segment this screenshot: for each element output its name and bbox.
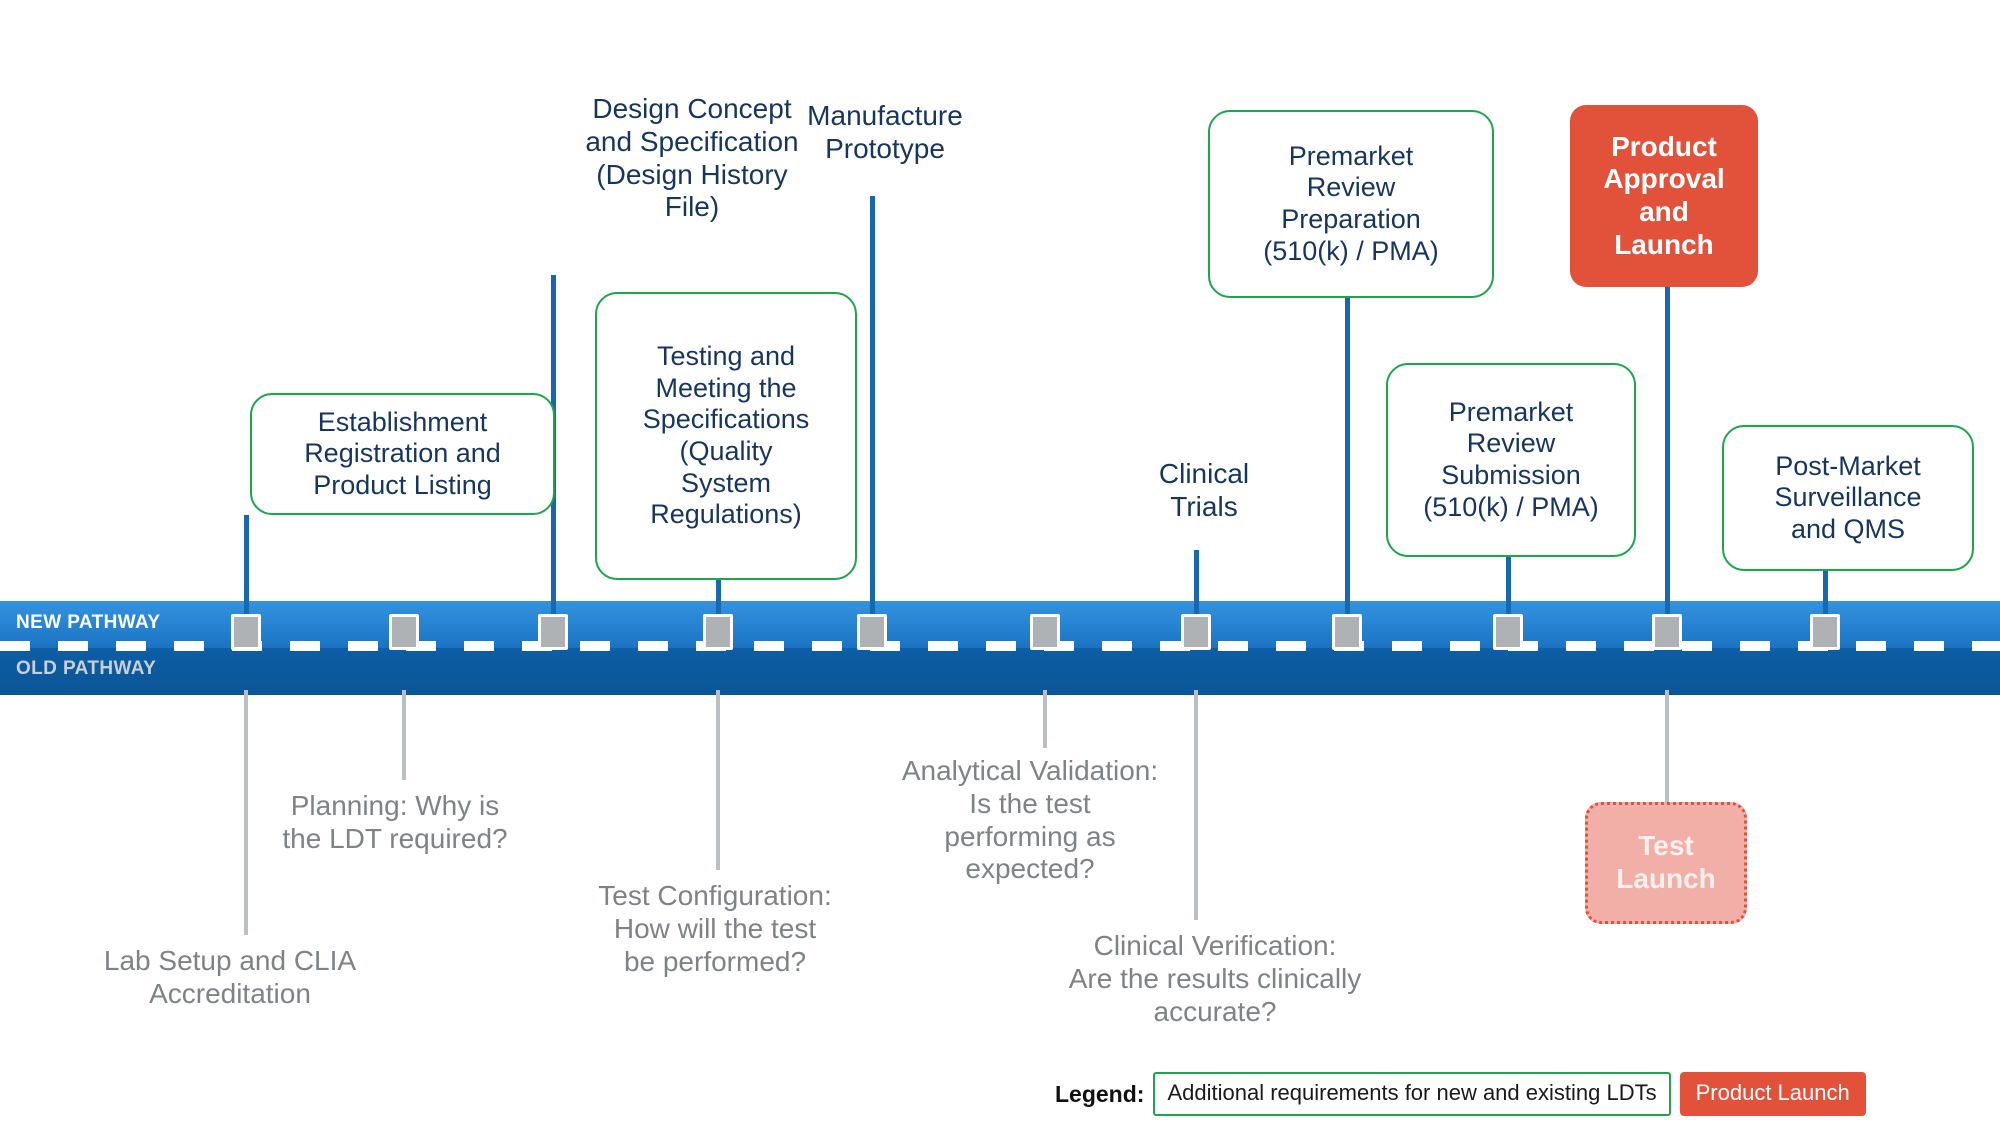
- callout-label-establishment-registration: Establishment Registration and Product L…: [304, 406, 501, 500]
- legend-title: Legend:: [1055, 1080, 1145, 1107]
- callout-test-configuration[interactable]: Test Configuration: How will the test be…: [565, 880, 865, 1010]
- connector-lab-setup-clia: [244, 690, 248, 935]
- callout-label-lab-setup-clia: Lab Setup and CLIA Accreditation: [103, 945, 357, 1009]
- connector-premarket-review-preparation: [1345, 298, 1350, 616]
- old-pathway-label: OLD PATHWAY: [16, 658, 157, 679]
- callout-label-analytical-validation: Analytical Validation: Is the test perfo…: [901, 755, 1159, 885]
- callout-label-test-configuration: Test Configuration: How will the test be…: [598, 880, 832, 977]
- old-pathway-band: [0, 648, 2000, 695]
- connector-testing-and-meeting-specifications: [716, 580, 721, 616]
- connector-manufacture-prototype: [870, 196, 875, 616]
- marker-planning[interactable]: [389, 614, 419, 650]
- marker-establishment[interactable]: [231, 614, 261, 650]
- marker-product-approval[interactable]: [1652, 614, 1682, 650]
- callout-product-approval-and-launch[interactable]: Product Approval and Launch: [1570, 105, 1758, 287]
- marker-testing-specs[interactable]: [703, 614, 733, 650]
- connector-premarket-review-submission: [1506, 557, 1511, 617]
- callout-label-premarket-review-submission: Premarket Review Submission (510(k) / PM…: [1423, 396, 1599, 522]
- marker-test-configuration[interactable]: [1030, 614, 1060, 650]
- center-dashed-line: [0, 641, 2000, 651]
- callout-post-market-surveillance[interactable]: Post-Market Surveillance and QMS: [1722, 425, 1974, 571]
- callout-test-launch[interactable]: Test Launch: [1585, 802, 1747, 924]
- callout-planning-ldt[interactable]: Planning: Why is the LDT required?: [250, 790, 540, 880]
- connector-test-launch: [1665, 690, 1669, 802]
- marker-post-market[interactable]: [1810, 614, 1840, 650]
- marker-manufacture-prototype[interactable]: [857, 614, 887, 650]
- marker-design-concept[interactable]: [538, 614, 568, 650]
- connector-clinical-trials: [1194, 550, 1199, 616]
- callout-premarket-review-submission[interactable]: Premarket Review Submission (510(k) / PM…: [1386, 363, 1636, 557]
- connector-clinical-verification: [1194, 690, 1198, 920]
- callout-label-test-launch: Test Launch: [1616, 830, 1716, 894]
- callout-clinical-trials[interactable]: Clinical Trials: [1124, 458, 1284, 556]
- connector-planning-ldt: [402, 690, 406, 780]
- connector-analytical-validation: [1043, 690, 1047, 748]
- callout-label-product-approval-and-launch: Product Approval and Launch: [1603, 130, 1725, 260]
- callout-premarket-review-preparation[interactable]: Premarket Review Preparation (510(k) / P…: [1208, 110, 1494, 298]
- marker-premarket-submission[interactable]: [1493, 614, 1523, 650]
- callout-label-clinical-trials: Clinical Trials: [1158, 458, 1250, 522]
- callout-label-planning-ldt: Planning: Why is the LDT required?: [282, 790, 508, 854]
- callout-analytical-validation[interactable]: Analytical Validation: Is the test perfo…: [865, 755, 1195, 925]
- callout-lab-setup-clia[interactable]: Lab Setup and CLIA Accreditation: [70, 945, 390, 1035]
- callout-label-clinical-verification: Clinical Verification: Are the results c…: [1068, 930, 1362, 1027]
- callout-label-manufacture-prototype: Manufacture Prototype: [807, 100, 963, 164]
- marker-clinical-trials[interactable]: [1181, 614, 1211, 650]
- callout-establishment-registration[interactable]: Establishment Registration and Product L…: [250, 393, 555, 515]
- legend: Legend: Additional requirements for new …: [1055, 1072, 1866, 1116]
- callout-label-design-concept: Design Concept and Specification (Design…: [585, 93, 799, 223]
- new-pathway-label: NEW PATHWAY: [16, 612, 161, 633]
- connector-establishment-registration: [244, 515, 249, 615]
- callout-testing-and-meeting-specifications[interactable]: Testing and Meeting the Specifications (…: [595, 292, 857, 580]
- callout-label-post-market-surveillance: Post-Market Surveillance and QMS: [1774, 450, 1922, 544]
- marker-premarket-prep[interactable]: [1332, 614, 1362, 650]
- connector-post-market-surveillance: [1823, 571, 1828, 617]
- connector-test-configuration: [716, 690, 720, 870]
- callout-label-testing-and-meeting-specifications: Testing and Meeting the Specifications (…: [642, 341, 810, 530]
- connector-product-approval-and-launch: [1665, 287, 1670, 617]
- legend-item-product-launch: Product Launch: [1679, 1072, 1866, 1116]
- callout-design-concept[interactable]: Design Concept and Specification (Design…: [562, 93, 822, 293]
- callout-manufacture-prototype[interactable]: Manufacture Prototype: [775, 100, 995, 200]
- legend-item-additional-requirements: Additional requirements for new and exis…: [1153, 1072, 1671, 1116]
- callout-label-premarket-review-preparation: Premarket Review Preparation (510(k) / P…: [1263, 140, 1439, 266]
- callout-clinical-verification[interactable]: Clinical Verification: Are the results c…: [1010, 930, 1420, 1060]
